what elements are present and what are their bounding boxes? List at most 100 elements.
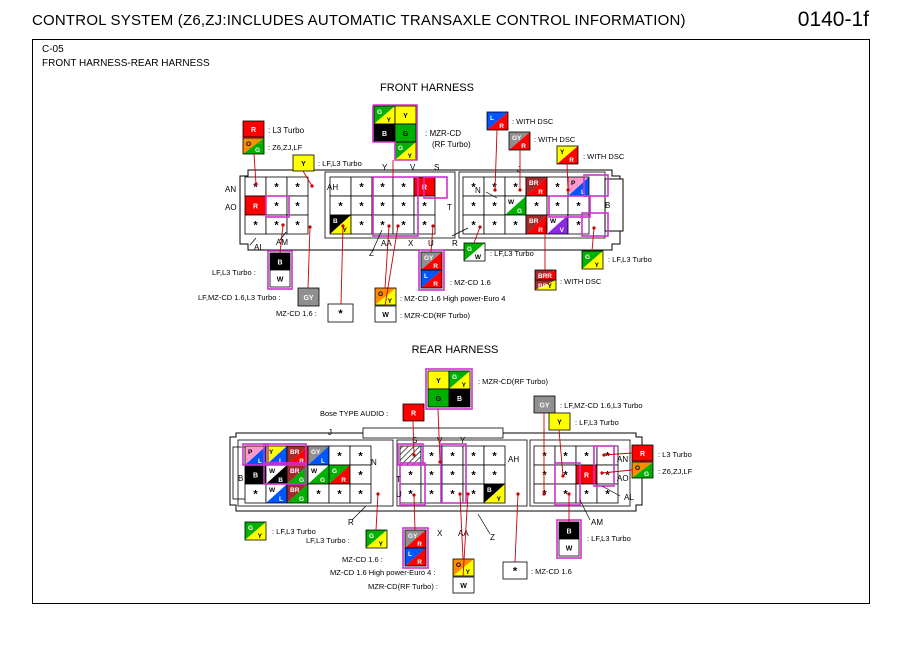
front-pin: *	[483, 176, 506, 197]
asterisk-mark: *	[542, 470, 547, 482]
asterisk-mark: *	[492, 451, 497, 463]
rear-pin: *	[533, 464, 556, 485]
wire-code: O	[456, 562, 461, 569]
front-pin: *	[413, 214, 436, 235]
wire-code: GY	[539, 403, 549, 410]
callout-dot	[431, 224, 435, 228]
wire-code: Y	[560, 149, 565, 156]
wire-stripe-code: R	[433, 281, 438, 288]
asterisk-mark: *	[513, 182, 518, 194]
front-pin: *	[244, 214, 267, 235]
rear-harness-heading: REAR HARNESS	[412, 344, 499, 356]
wire-code: W	[269, 468, 276, 475]
callout-dot	[254, 182, 258, 186]
cell-box	[567, 214, 590, 235]
cell-box	[581, 250, 604, 270]
callout-line	[473, 226, 481, 244]
wire-stripe-code: R	[521, 143, 526, 150]
asterisk-mark: *	[359, 220, 364, 232]
leader-line	[477, 513, 491, 535]
asterisk-mark: *	[534, 201, 539, 213]
front-pin: *	[504, 214, 527, 235]
wire-stripe-code: Y	[258, 533, 263, 540]
optional-pin-highlight	[423, 176, 448, 199]
asterisk-mark: *	[450, 489, 455, 501]
asterisk-mark: *	[401, 182, 406, 194]
wire-code: W	[269, 487, 276, 494]
callout-line	[591, 227, 595, 252]
legend-W-box: W	[452, 576, 475, 594]
cell-box	[242, 137, 265, 155]
callout-dot	[412, 493, 416, 497]
wire-code: O	[378, 291, 383, 298]
front-pin: *	[483, 214, 506, 235]
wire-stripe-color	[266, 446, 287, 465]
callout-line	[302, 170, 313, 187]
callout-line	[514, 493, 519, 563]
pin-label-N: N	[475, 186, 481, 195]
callout-dot	[412, 453, 416, 457]
rear-pin: *	[349, 464, 372, 485]
wire-stripe-code: Y	[595, 262, 600, 269]
wire-code: G	[332, 468, 337, 475]
cell-box	[420, 269, 443, 289]
callout-line	[603, 452, 633, 456]
wire-stripe-code: W	[475, 254, 482, 261]
wire-code: Y	[436, 378, 441, 385]
legend-R-box: R	[242, 120, 265, 138]
wire-stripe-color	[266, 465, 287, 484]
pin-label-AM: AM	[276, 238, 288, 247]
rear-pin: *	[554, 464, 577, 485]
wire-stripe-code: R	[569, 157, 574, 164]
front-connector-right-block	[458, 171, 606, 239]
callout-dot	[566, 188, 570, 192]
legend-mzrcd-box: GY	[373, 105, 396, 125]
pin-label-AN: AN	[225, 185, 236, 194]
wire-code: G	[585, 254, 590, 261]
diagram-frame	[32, 39, 870, 604]
legend-mzrcd-box: G	[394, 123, 417, 143]
wire-stripe-code: R	[417, 541, 422, 548]
wire-stripe-code: G	[320, 477, 325, 484]
wire-stripe-code: L	[321, 458, 325, 465]
wire-stripe-color	[375, 288, 396, 305]
rear-pin: *	[399, 464, 422, 485]
legend-GY2-box: GY	[365, 529, 388, 549]
optional-pin-highlight	[397, 443, 424, 466]
wire-stripe-color	[366, 530, 387, 548]
callout-line	[566, 163, 569, 191]
wire-stripe-color	[287, 465, 308, 484]
callout-dot	[602, 453, 606, 457]
asterisk-mark: *	[316, 489, 321, 501]
legend-mzrcd-box: G	[427, 388, 450, 408]
rear-pin	[399, 445, 422, 466]
rear-pin: *	[328, 445, 351, 466]
pin-label-B: B	[238, 474, 243, 483]
callout-dot	[561, 474, 565, 478]
optional-pin-highlight	[440, 443, 467, 504]
wire-color	[533, 395, 556, 414]
cell-box	[404, 547, 427, 567]
asterisk-mark: *	[253, 220, 258, 232]
wire-code: B	[382, 131, 387, 138]
asterisk-mark: *	[471, 201, 476, 213]
wire-code: G	[452, 374, 457, 381]
wire-stripe-code: Y	[343, 227, 348, 234]
pin-label-AA: AA	[458, 529, 469, 538]
wire-code: R	[253, 204, 258, 211]
front-pin: *	[350, 176, 373, 197]
front-pin: BRR	[525, 176, 548, 197]
wire-code: Y	[301, 161, 306, 168]
optional-pin-highlight	[402, 527, 429, 569]
wire-stripe-code: Y	[408, 153, 413, 160]
pin-label-Z: Z	[369, 249, 374, 258]
rear-pin: GYL	[307, 445, 330, 466]
rear-pin: *	[554, 483, 577, 504]
legend-mzrcd-box: GY	[448, 370, 471, 390]
optional-pin-highlight	[265, 195, 290, 218]
legend-mzcd-box: LR	[420, 269, 443, 289]
legend-text: : WITH DSC	[583, 152, 625, 161]
rear-pin: BRG	[286, 483, 309, 504]
optional-pin-highlight	[263, 462, 307, 485]
